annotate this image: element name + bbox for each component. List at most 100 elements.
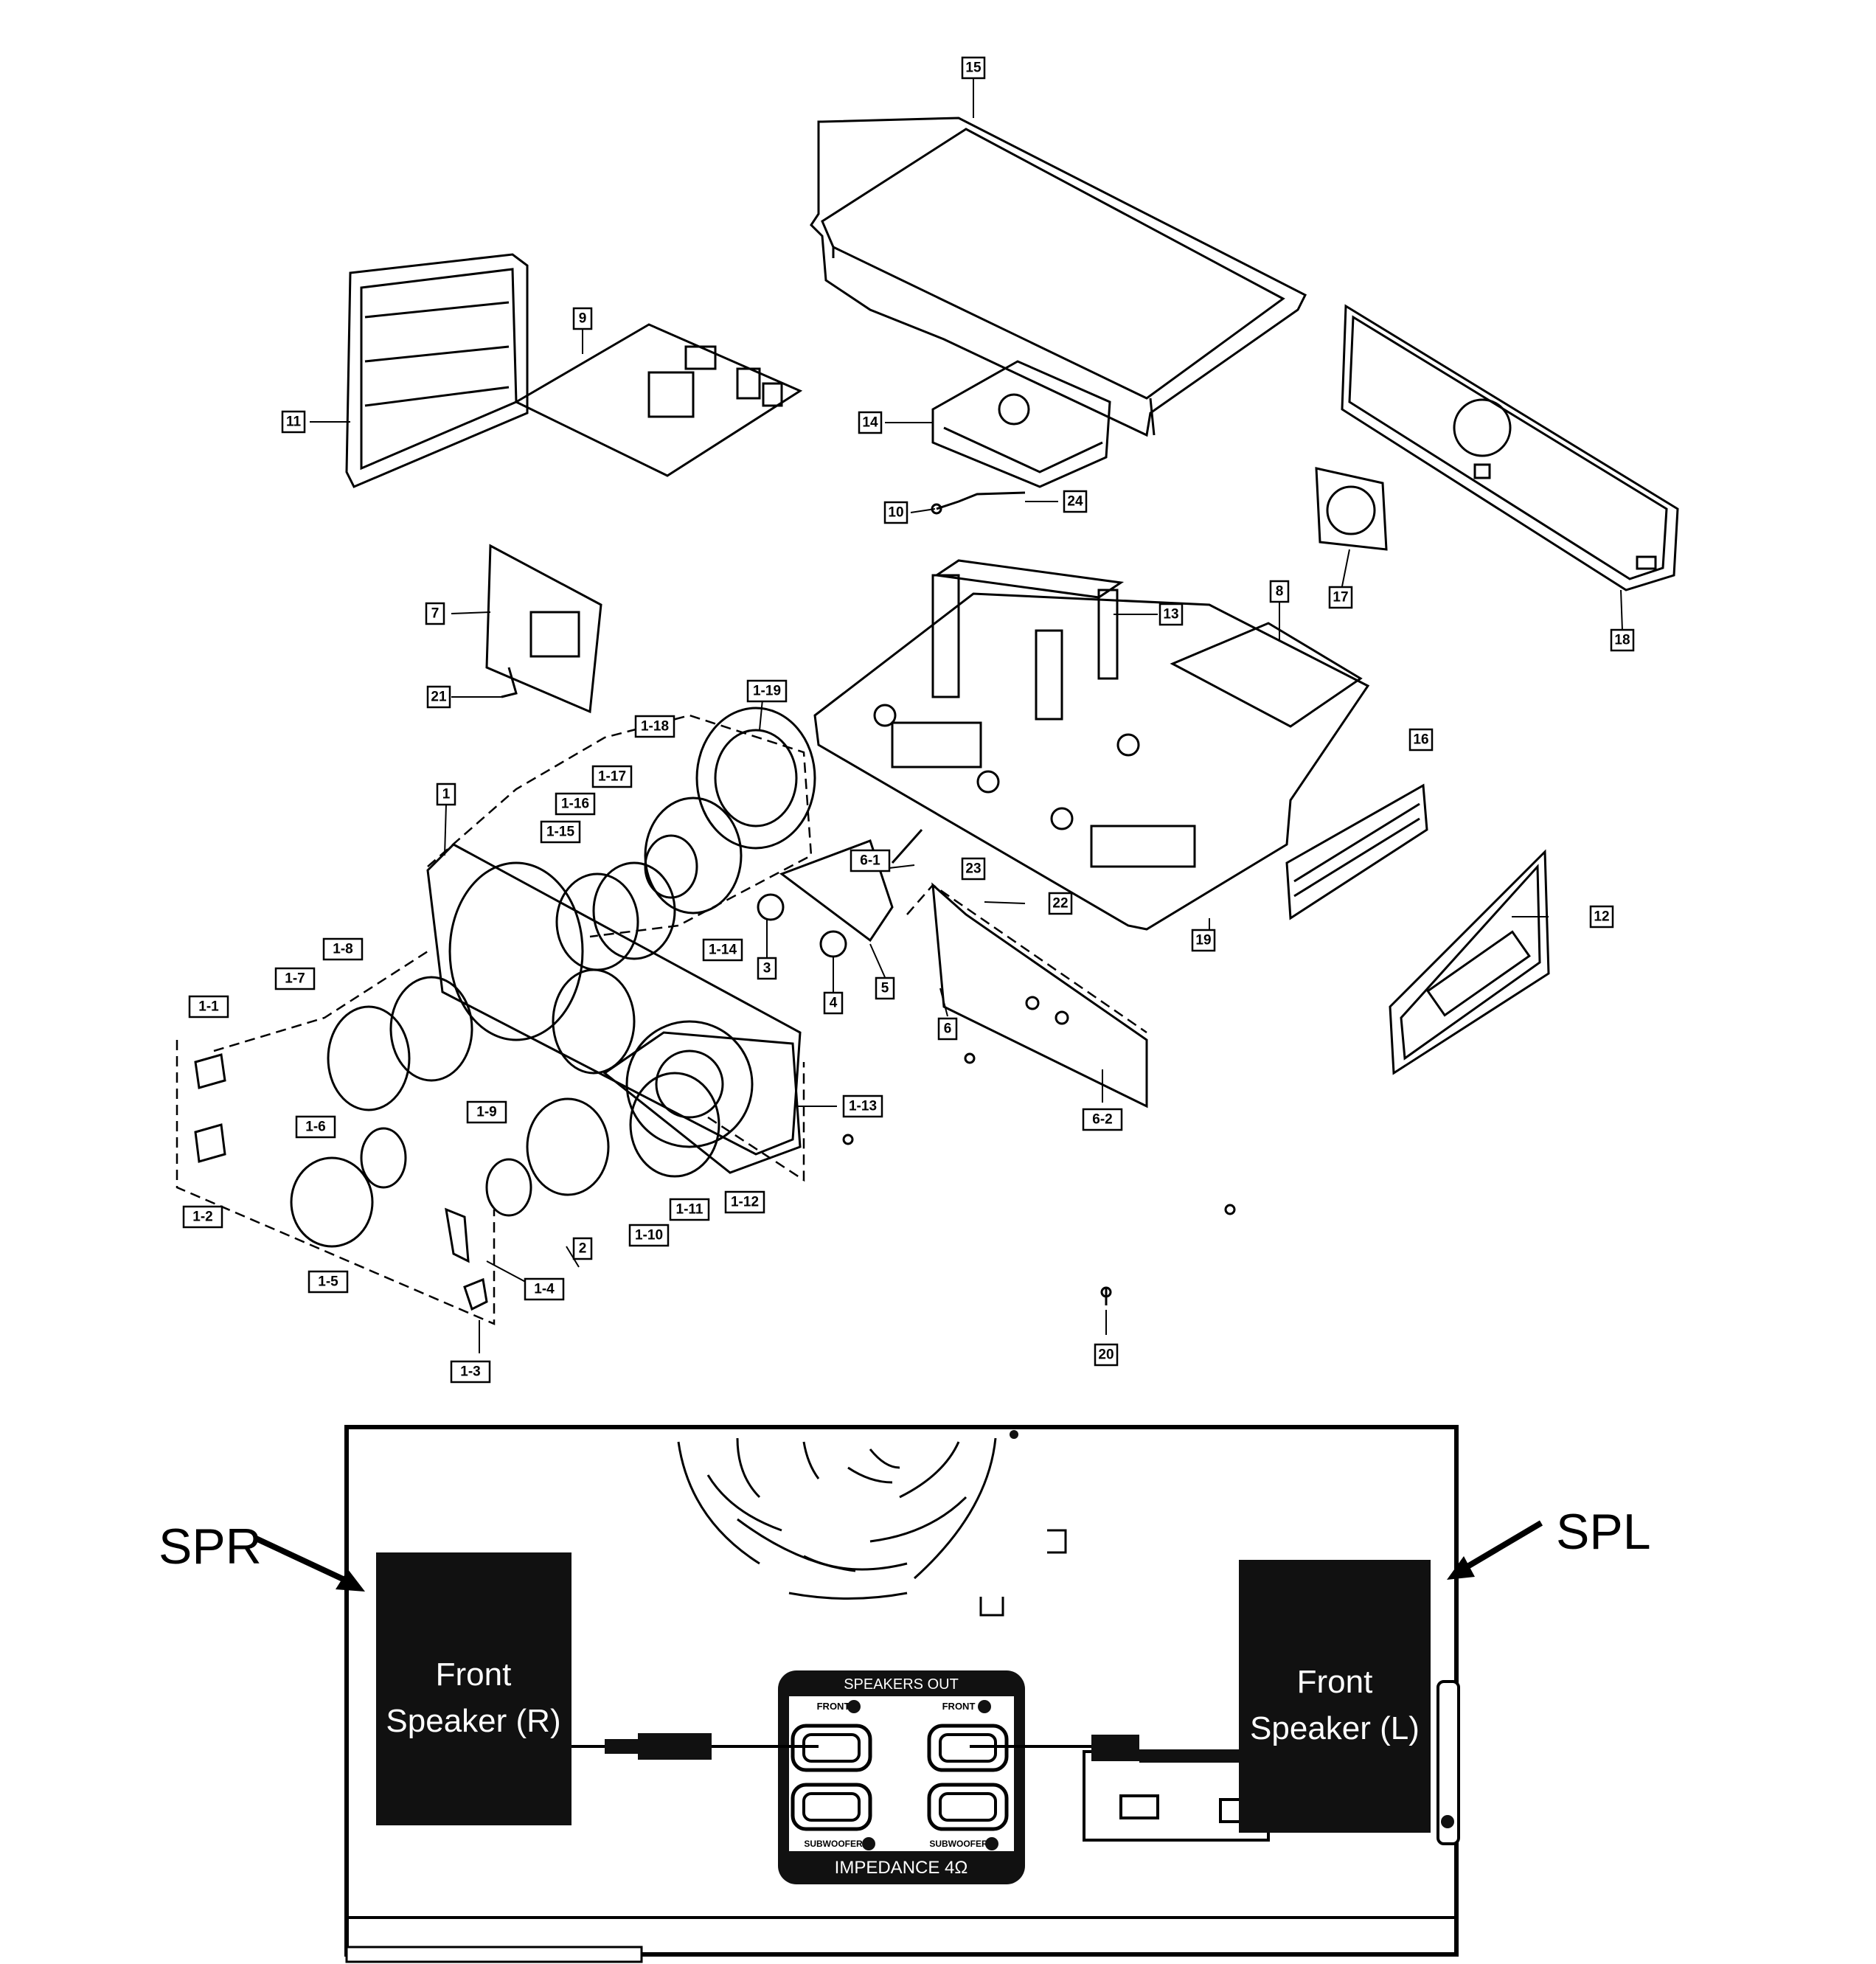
front-speaker-left-line1: Front [1297, 1664, 1373, 1700]
part-tag-1-17: 1-17 [591, 765, 633, 788]
part-tag-label: 9 [579, 311, 587, 327]
rear-panel-diagram: SPEAKERS OUT IMPEDANCE 4Ω FRONT FRONT SU… [159, 1425, 1651, 1963]
part-tag-label: 6-1 [860, 853, 880, 869]
part-tag-16: 16 [1408, 728, 1434, 752]
loader-cable-part [931, 491, 1026, 515]
front-speaker-left-line2: Speaker (L) [1250, 1710, 1420, 1746]
part-tag-label: 14 [862, 415, 878, 431]
vent-grille [677, 1437, 997, 1600]
speaker-assembly-parts [427, 707, 816, 971]
part-tag-22: 22 [1048, 892, 1073, 915]
part-tag-label: 1-16 [561, 797, 589, 812]
part-tag-9: 9 [572, 307, 593, 330]
part-tag-5: 5 [875, 976, 895, 1000]
part-tag-13: 13 [1158, 603, 1184, 626]
part-tag-label: 17 [1333, 590, 1348, 605]
part-tag-24: 24 [1063, 490, 1088, 513]
part-tag-label: 1-1 [198, 999, 219, 1015]
part-tag-label: 7 [431, 606, 440, 622]
part-tag-21: 21 [426, 685, 451, 709]
part-tag-label: 16 [1413, 732, 1428, 748]
part-tag-label: 24 [1067, 494, 1083, 510]
power-board-part [485, 544, 602, 714]
front-label-left: FRONT [942, 1701, 976, 1712]
part-tag-7: 7 [425, 602, 445, 625]
spr-arrow [253, 1535, 365, 1592]
front-board-part [906, 882, 1148, 1108]
screws-parts [842, 1052, 1236, 1305]
part-tag-1-1: 1-1 [188, 995, 229, 1019]
speakers-out-header: SPEAKERS OUT [844, 1676, 959, 1693]
woofer-parts [290, 1127, 407, 1248]
part-tag-1-9: 1-9 [466, 1100, 507, 1124]
part-tag-15: 15 [961, 56, 986, 80]
part-tag-1-3: 1-3 [450, 1360, 491, 1384]
part-tag-1-7: 1-7 [274, 967, 316, 990]
part-tag-6-1: 6-1 [850, 849, 891, 872]
speaker-rings-parts [213, 950, 473, 1111]
part-tag-23: 23 [961, 857, 986, 881]
part-tag-14: 14 [858, 411, 883, 434]
part-tag-label: 19 [1195, 933, 1211, 948]
part-tag-label: 8 [1276, 584, 1284, 600]
front-speaker-right-block: Front Speaker (R) [376, 1552, 572, 1825]
part-tag-3: 3 [757, 957, 777, 980]
part-tag-label: 6 [944, 1021, 952, 1037]
front-speaker-left-block: Front Speaker (L) [1239, 1560, 1431, 1833]
part-tag-label: 15 [965, 60, 982, 76]
side-panel-left-part [345, 253, 529, 488]
part-tag-12: 12 [1589, 905, 1614, 929]
part-tag-label: 22 [1052, 896, 1068, 912]
part-tag-18: 18 [1610, 628, 1635, 652]
spl-callout-label: SPL [1556, 1504, 1651, 1560]
disc-loader-part [931, 360, 1111, 488]
part-tag-1-13: 1-13 [842, 1094, 883, 1118]
part-tag-1-14: 1-14 [702, 938, 743, 962]
part-tag-label: 12 [1594, 909, 1609, 925]
part-tag-label: 6-2 [1092, 1112, 1112, 1128]
part-tag-label: 1-13 [849, 1099, 877, 1114]
part-tag-label: 1-8 [333, 942, 352, 957]
front-speaker-right-line1: Front [436, 1656, 512, 1693]
part-tag-label: 23 [965, 861, 981, 877]
part-tag-label: 1-19 [753, 684, 781, 699]
impedance-label: IMPEDANCE 4Ω [835, 1858, 968, 1878]
part-tag-1-11: 1-11 [669, 1198, 710, 1221]
part-tag-1-5: 1-5 [308, 1270, 349, 1294]
part-tag-label: 2 [579, 1241, 587, 1257]
top-cover-part [810, 117, 1307, 437]
part-tag-label: 1-2 [192, 1210, 212, 1225]
part-tag-1-4: 1-4 [524, 1277, 565, 1301]
part-tag-1-18: 1-18 [634, 715, 675, 738]
main-pcb-part [513, 323, 803, 477]
cooling-fan-part [1315, 467, 1388, 551]
part-tag-1-6: 1-6 [295, 1115, 336, 1139]
part-tag-10: 10 [883, 501, 909, 524]
subwoofer-label-right: SUBWOOFER [804, 1839, 863, 1849]
part-tag-1-12: 1-12 [724, 1190, 765, 1214]
part-tag-6-2: 6-2 [1082, 1108, 1123, 1131]
part-tag-1-16: 1-16 [555, 792, 596, 816]
part-tag-label: 3 [763, 961, 771, 976]
part-tag-label: 1-14 [709, 943, 737, 958]
part-tag-6: 6 [937, 1017, 958, 1041]
part-tag-1-15: 1-15 [540, 820, 581, 844]
part-tag-label: 18 [1614, 633, 1630, 648]
part-tag-11: 11 [281, 410, 306, 434]
jack-board-parts [757, 829, 923, 958]
part-tag-label: 1-18 [641, 719, 669, 735]
part-tag-label: 1-17 [598, 769, 626, 785]
subwoofer-label-left: SUBWOOFER [929, 1839, 988, 1849]
part-tag-label: 1-7 [285, 971, 305, 987]
part-tag-19: 19 [1191, 929, 1216, 952]
front-speaker-right-line2: Speaker (R) [386, 1703, 560, 1739]
part-tag-label: 1-5 [318, 1274, 338, 1290]
part-tag-label: 1-3 [460, 1364, 480, 1380]
part-tag-1-2: 1-2 [182, 1205, 223, 1229]
callout-leaders [310, 77, 1623, 1353]
part-tag-2: 2 [572, 1237, 593, 1260]
part-tag-label: 11 [286, 414, 302, 430]
part-tag-1-19: 1-19 [746, 679, 788, 703]
bracket-parts [176, 1040, 496, 1325]
